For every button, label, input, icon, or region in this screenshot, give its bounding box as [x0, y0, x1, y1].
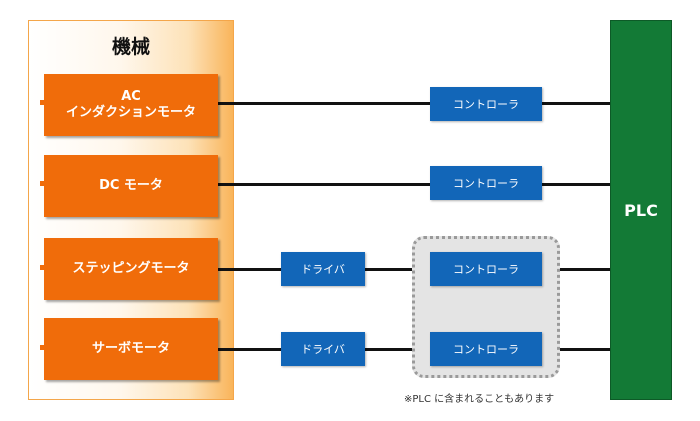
footnote: ※PLC に含まれることもあります: [404, 394, 555, 405]
driver-stepping: ドライバ: [281, 252, 365, 286]
motor-dc: DC モータ: [44, 155, 218, 217]
controller-dc: コントローラ: [430, 166, 542, 200]
motor-notch: [40, 181, 45, 186]
machine-title: 機械: [111, 36, 150, 58]
motor-notch: [40, 100, 45, 105]
motor-servo: サーボモータ: [44, 318, 218, 380]
controller-stepping: コントローラ: [430, 252, 542, 286]
motor-stepping: ステッピングモータ: [44, 238, 218, 300]
controller-ac: コントローラ: [430, 87, 542, 121]
connection-line-ac: [218, 102, 610, 105]
motor-notch: [40, 345, 45, 350]
controller-servo: コントローラ: [430, 332, 542, 366]
plc-block: PLC: [610, 20, 672, 400]
connection-line-dc: [218, 183, 610, 186]
motor-notch: [40, 265, 45, 270]
motor-ac-induction: AC インダクションモータ: [44, 74, 218, 136]
driver-servo: ドライバ: [281, 332, 365, 366]
